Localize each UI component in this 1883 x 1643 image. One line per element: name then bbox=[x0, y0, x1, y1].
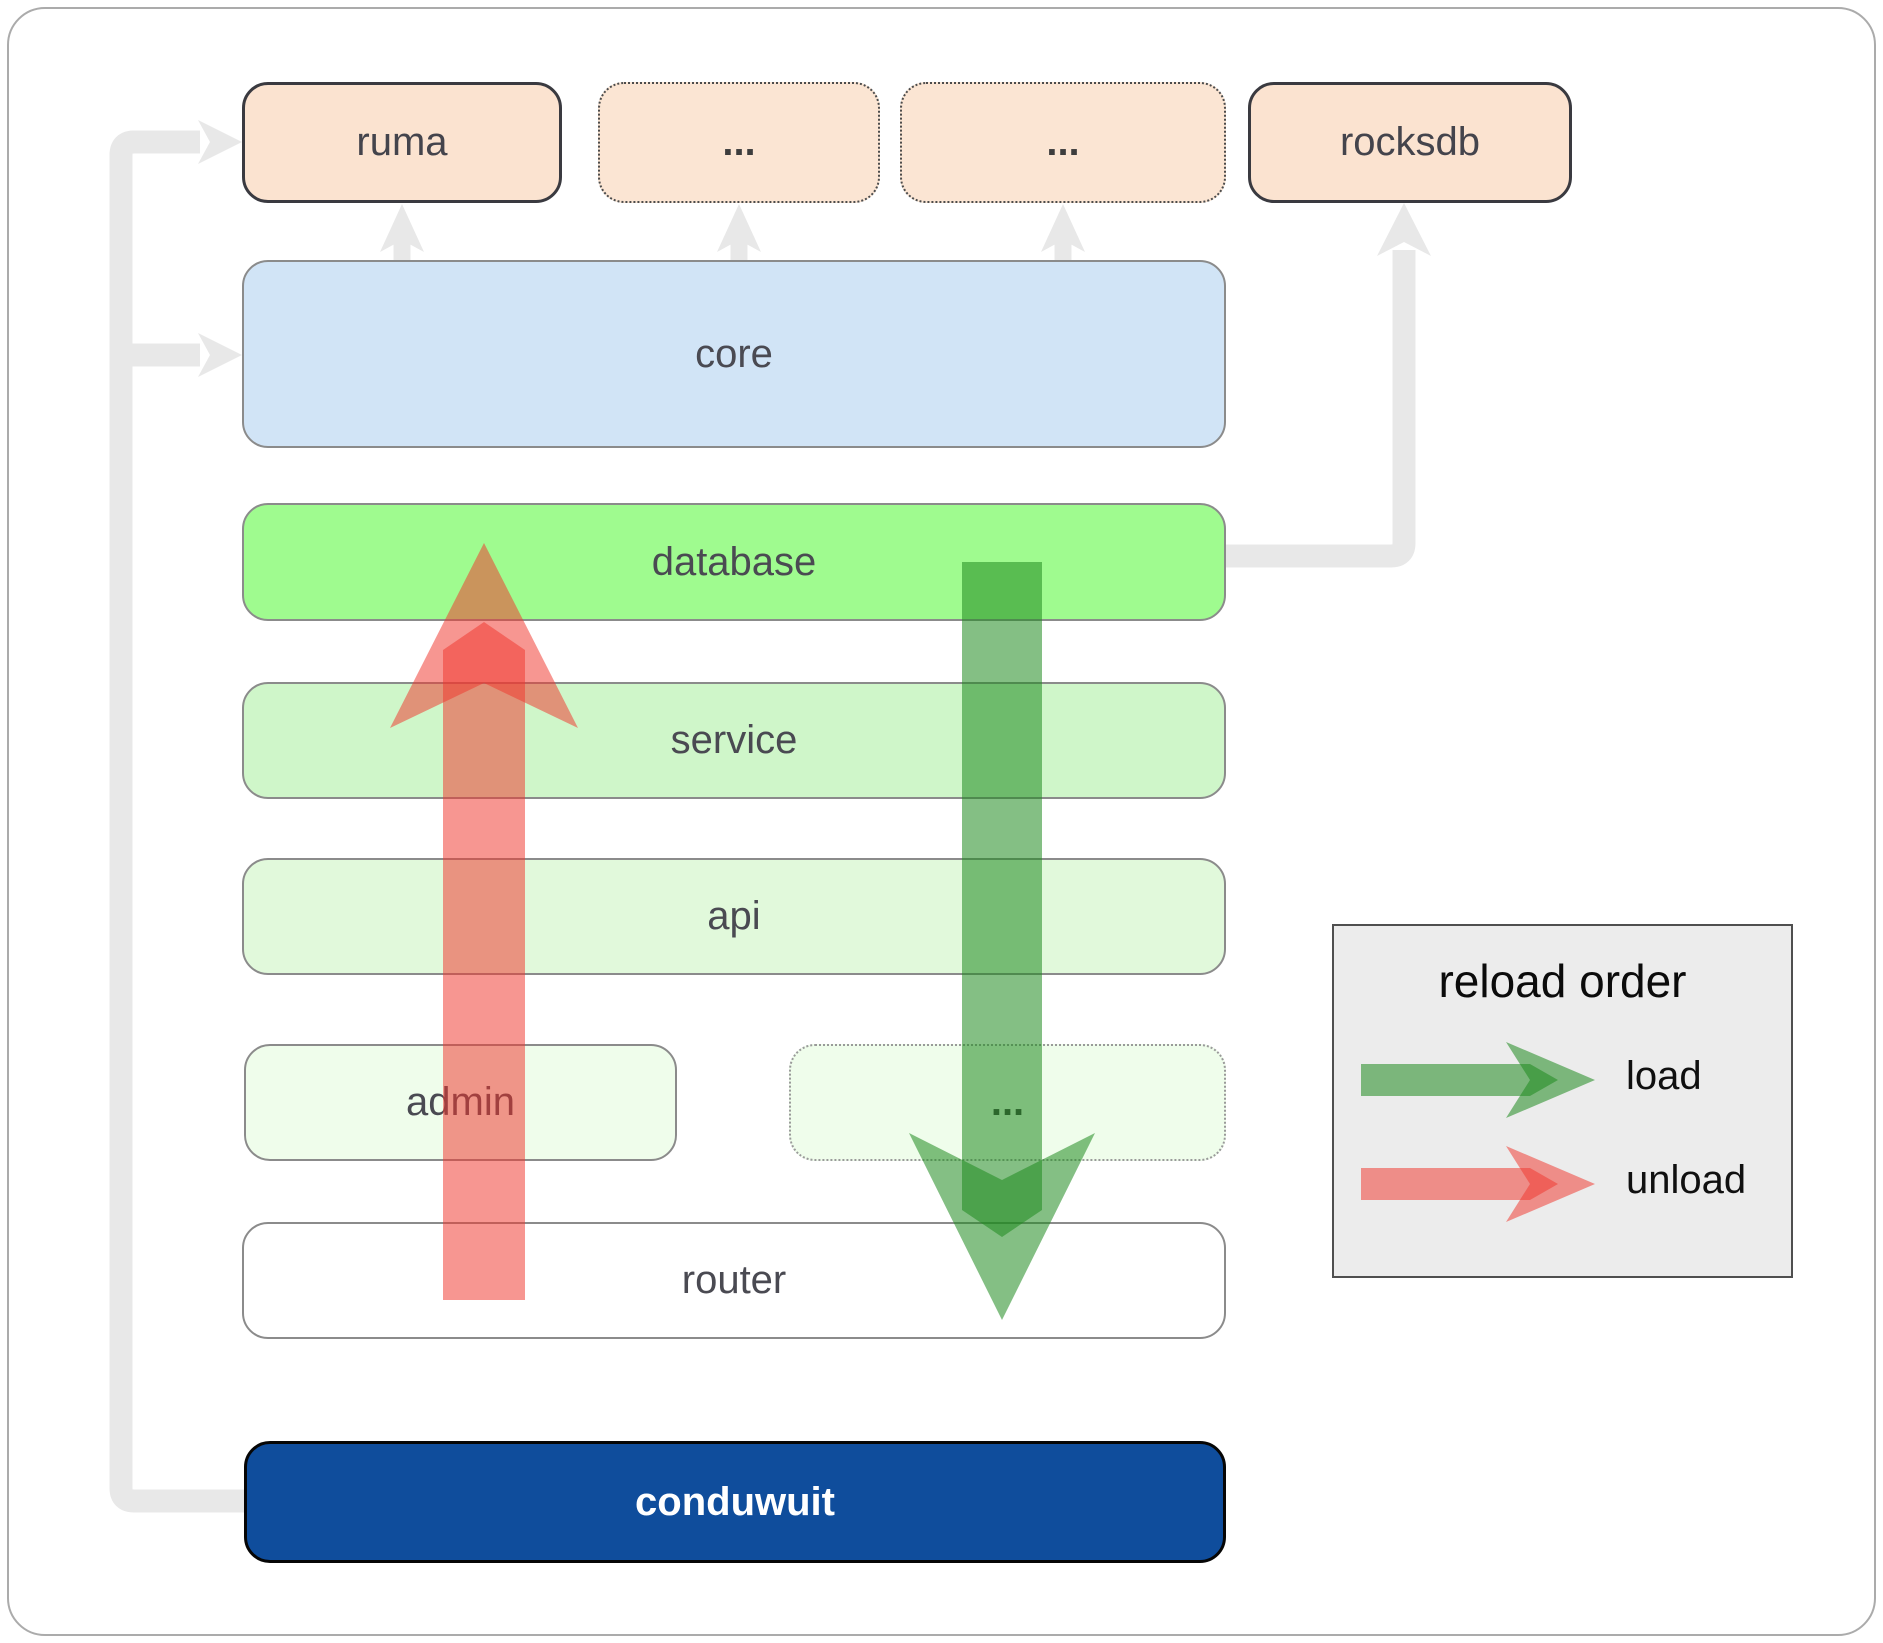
node-router: router bbox=[242, 1222, 1226, 1339]
node-admin: admin bbox=[244, 1044, 677, 1161]
legend-panel: reload order bbox=[1332, 924, 1793, 1278]
node-core: core bbox=[242, 260, 1226, 448]
legend-unload-label: unload bbox=[1626, 1158, 1747, 1202]
node-service: service bbox=[242, 682, 1226, 799]
node-conduwuit: conduwuit bbox=[244, 1441, 1226, 1563]
outer-frame bbox=[7, 7, 1876, 1636]
node-dots-admin-row: ... bbox=[789, 1044, 1226, 1161]
node-api: api bbox=[242, 858, 1226, 975]
legend-title: reload order bbox=[1438, 955, 1687, 1007]
node-dots-top-1: ... bbox=[598, 82, 880, 203]
node-ruma: ruma bbox=[242, 82, 562, 203]
node-database: database bbox=[242, 503, 1226, 621]
node-rocksdb: rocksdb bbox=[1248, 82, 1572, 203]
node-dots-top-2: ... bbox=[900, 82, 1226, 203]
legend-load-label: load bbox=[1626, 1054, 1702, 1098]
